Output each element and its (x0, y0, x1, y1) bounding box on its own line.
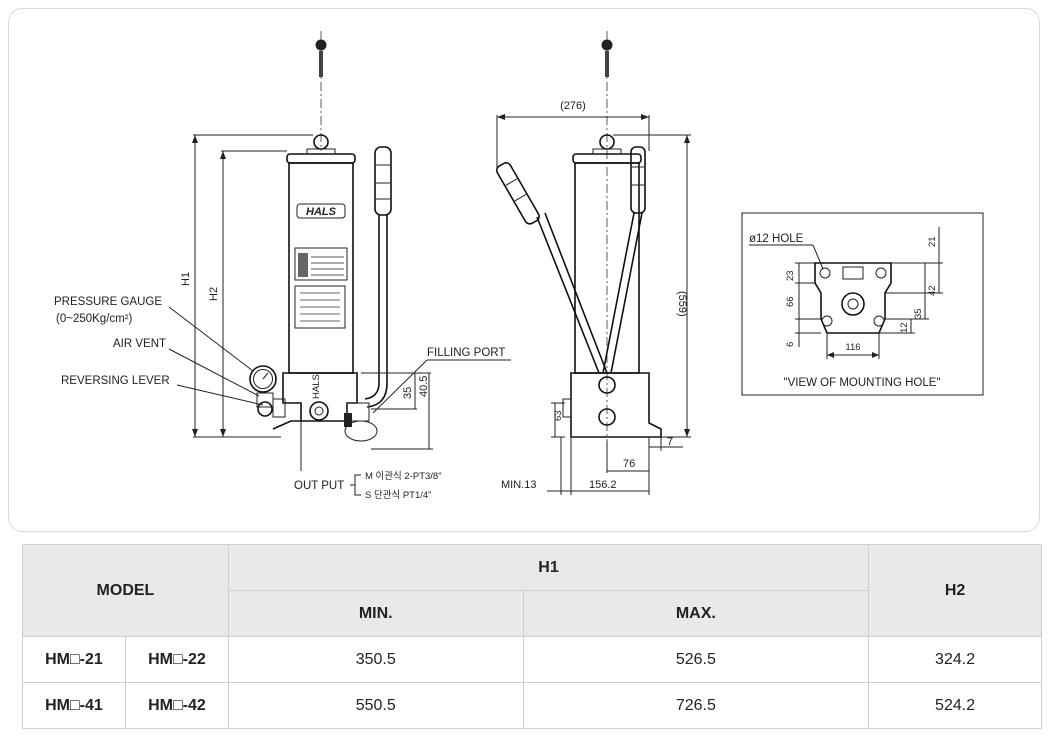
output-s-spec: S 단관식 PT1/4" (365, 490, 432, 501)
warning-plate (294, 285, 346, 329)
svg-text:156.2: 156.2 (589, 479, 617, 491)
header-h2: H2 (868, 544, 1042, 637)
drawing-svg: HALS HALS (54, 31, 984, 501)
technical-drawing: HALS HALS (8, 8, 1040, 532)
model-cell: HM□-41 (22, 682, 126, 729)
label-filling-port: FILLING PORT (427, 347, 505, 359)
svg-text:MIN.13: MIN.13 (501, 479, 536, 491)
svg-text:76: 76 (623, 458, 635, 470)
front-view: HALS HALS (54, 31, 511, 501)
handle-knob-icon (601, 39, 613, 51)
svg-text:12: 12 (899, 322, 910, 333)
side-view: (276) (559) 63 7 76 156.2 MIN.13 (495, 31, 691, 495)
mounting-plate (814, 262, 892, 334)
svg-text:HALS: HALS (311, 374, 322, 399)
svg-text:35: 35 (913, 308, 924, 319)
header-model: MODEL (22, 544, 229, 637)
svg-text:21: 21 (927, 236, 938, 247)
h1-max-cell: 726.5 (522, 682, 870, 729)
mounting-view: ø12 HOLE 23 66 6 21 42 35 12 116 "VIEW O… (741, 212, 984, 396)
svg-text:(276): (276) (560, 100, 586, 112)
svg-text:42: 42 (927, 285, 938, 296)
h1-min-cell: 550.5 (227, 682, 524, 729)
svg-text:H2: H2 (208, 287, 220, 301)
svg-text:6: 6 (785, 342, 796, 347)
model-cell: HM□-22 (124, 636, 229, 683)
table-row: HM□-41 HM□-42 550.5 726.5 524.2 (22, 682, 1042, 729)
svg-text:(559): (559) (676, 291, 688, 317)
svg-text:23: 23 (785, 270, 796, 281)
label-output: OUT PUT (294, 480, 344, 492)
label-reversing-lever: REVERSING LEVER (61, 375, 170, 387)
lever-handle (374, 146, 392, 216)
spec-plate (294, 247, 348, 281)
h1-max-cell: 526.5 (522, 636, 870, 683)
label-hole: ø12 HOLE (749, 233, 804, 245)
table-row: HM□-21 HM□-22 350.5 526.5 324.2 (22, 636, 1042, 683)
pressure-gauge-icon (249, 365, 277, 393)
label-pressure-gauge: PRESSURE GAUGE (54, 296, 162, 308)
svg-text:66: 66 (785, 296, 796, 307)
svg-text:HALS: HALS (306, 206, 337, 218)
spec-table: MODEL H1 H2 MIN. MAX. HM□-21 HM□-22 350.… (22, 544, 1042, 729)
header-min: MIN. (227, 590, 524, 637)
svg-text:7: 7 (667, 436, 673, 448)
header-max: MAX. (522, 590, 870, 637)
model-cell: HM□-42 (124, 682, 229, 729)
svg-text:116: 116 (845, 342, 860, 353)
hals-logo: HALS (296, 203, 346, 219)
handle-knob-icon (315, 39, 327, 51)
label-pressure-range: (0~250Kg/cm²) (56, 313, 133, 325)
label-air-vent: AIR VENT (113, 338, 166, 350)
svg-text:35: 35 (402, 387, 414, 399)
header-h1: H1 (227, 544, 870, 591)
pump-base-side (570, 372, 662, 438)
h1-min-cell: 350.5 (227, 636, 524, 683)
h2-cell: 524.2 (868, 682, 1042, 729)
mounting-frame (741, 212, 984, 396)
svg-text:H1: H1 (180, 272, 192, 286)
mounting-caption: "VIEW OF MOUNTING HOLE" (783, 377, 940, 389)
output-m-spec: M 이관식 2-PT3/8" (365, 471, 442, 482)
model-cell: HM□-21 (22, 636, 126, 683)
svg-text:63: 63 (553, 410, 564, 421)
h2-cell: 324.2 (868, 636, 1042, 683)
svg-text:40.5: 40.5 (418, 376, 430, 397)
